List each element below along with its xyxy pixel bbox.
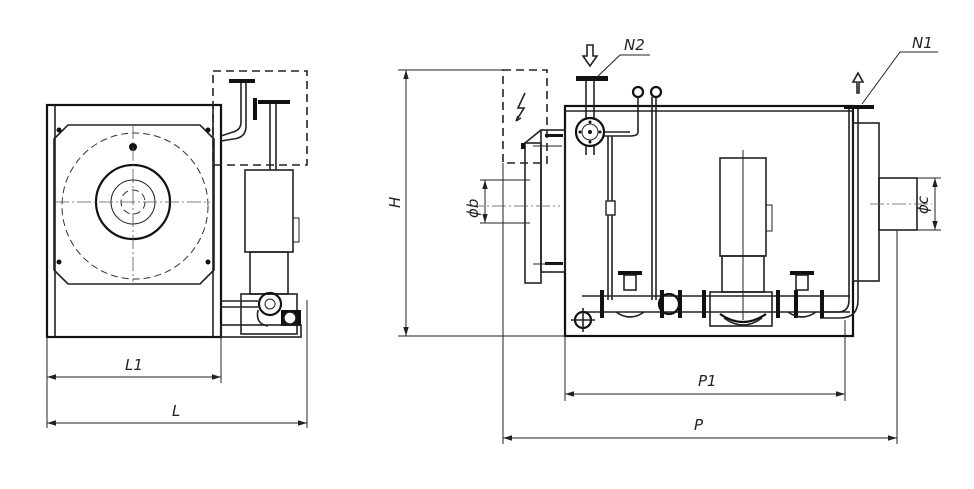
dim-label-phi-b: ϕb xyxy=(464,199,482,218)
dim-label-l1: L1 xyxy=(125,356,143,374)
nozzle-label-n2: N2 xyxy=(624,36,645,54)
dim-label-p1: P1 xyxy=(698,372,717,390)
dim-label-phi-c: ϕc xyxy=(914,195,932,214)
dim-label-p: P xyxy=(694,416,704,434)
fan-housing-circle xyxy=(61,132,209,280)
arrow-down-icon xyxy=(581,44,599,68)
nozzle-label-n1: N1 xyxy=(912,34,933,52)
arrow-up-icon xyxy=(851,71,865,94)
front-view: N1 N2 xyxy=(386,34,941,444)
dim-label-h: H xyxy=(386,197,404,208)
dim-label-l: L xyxy=(172,402,180,420)
lightning-bolt-icon xyxy=(515,92,526,122)
side-view: L1 L xyxy=(45,70,308,428)
